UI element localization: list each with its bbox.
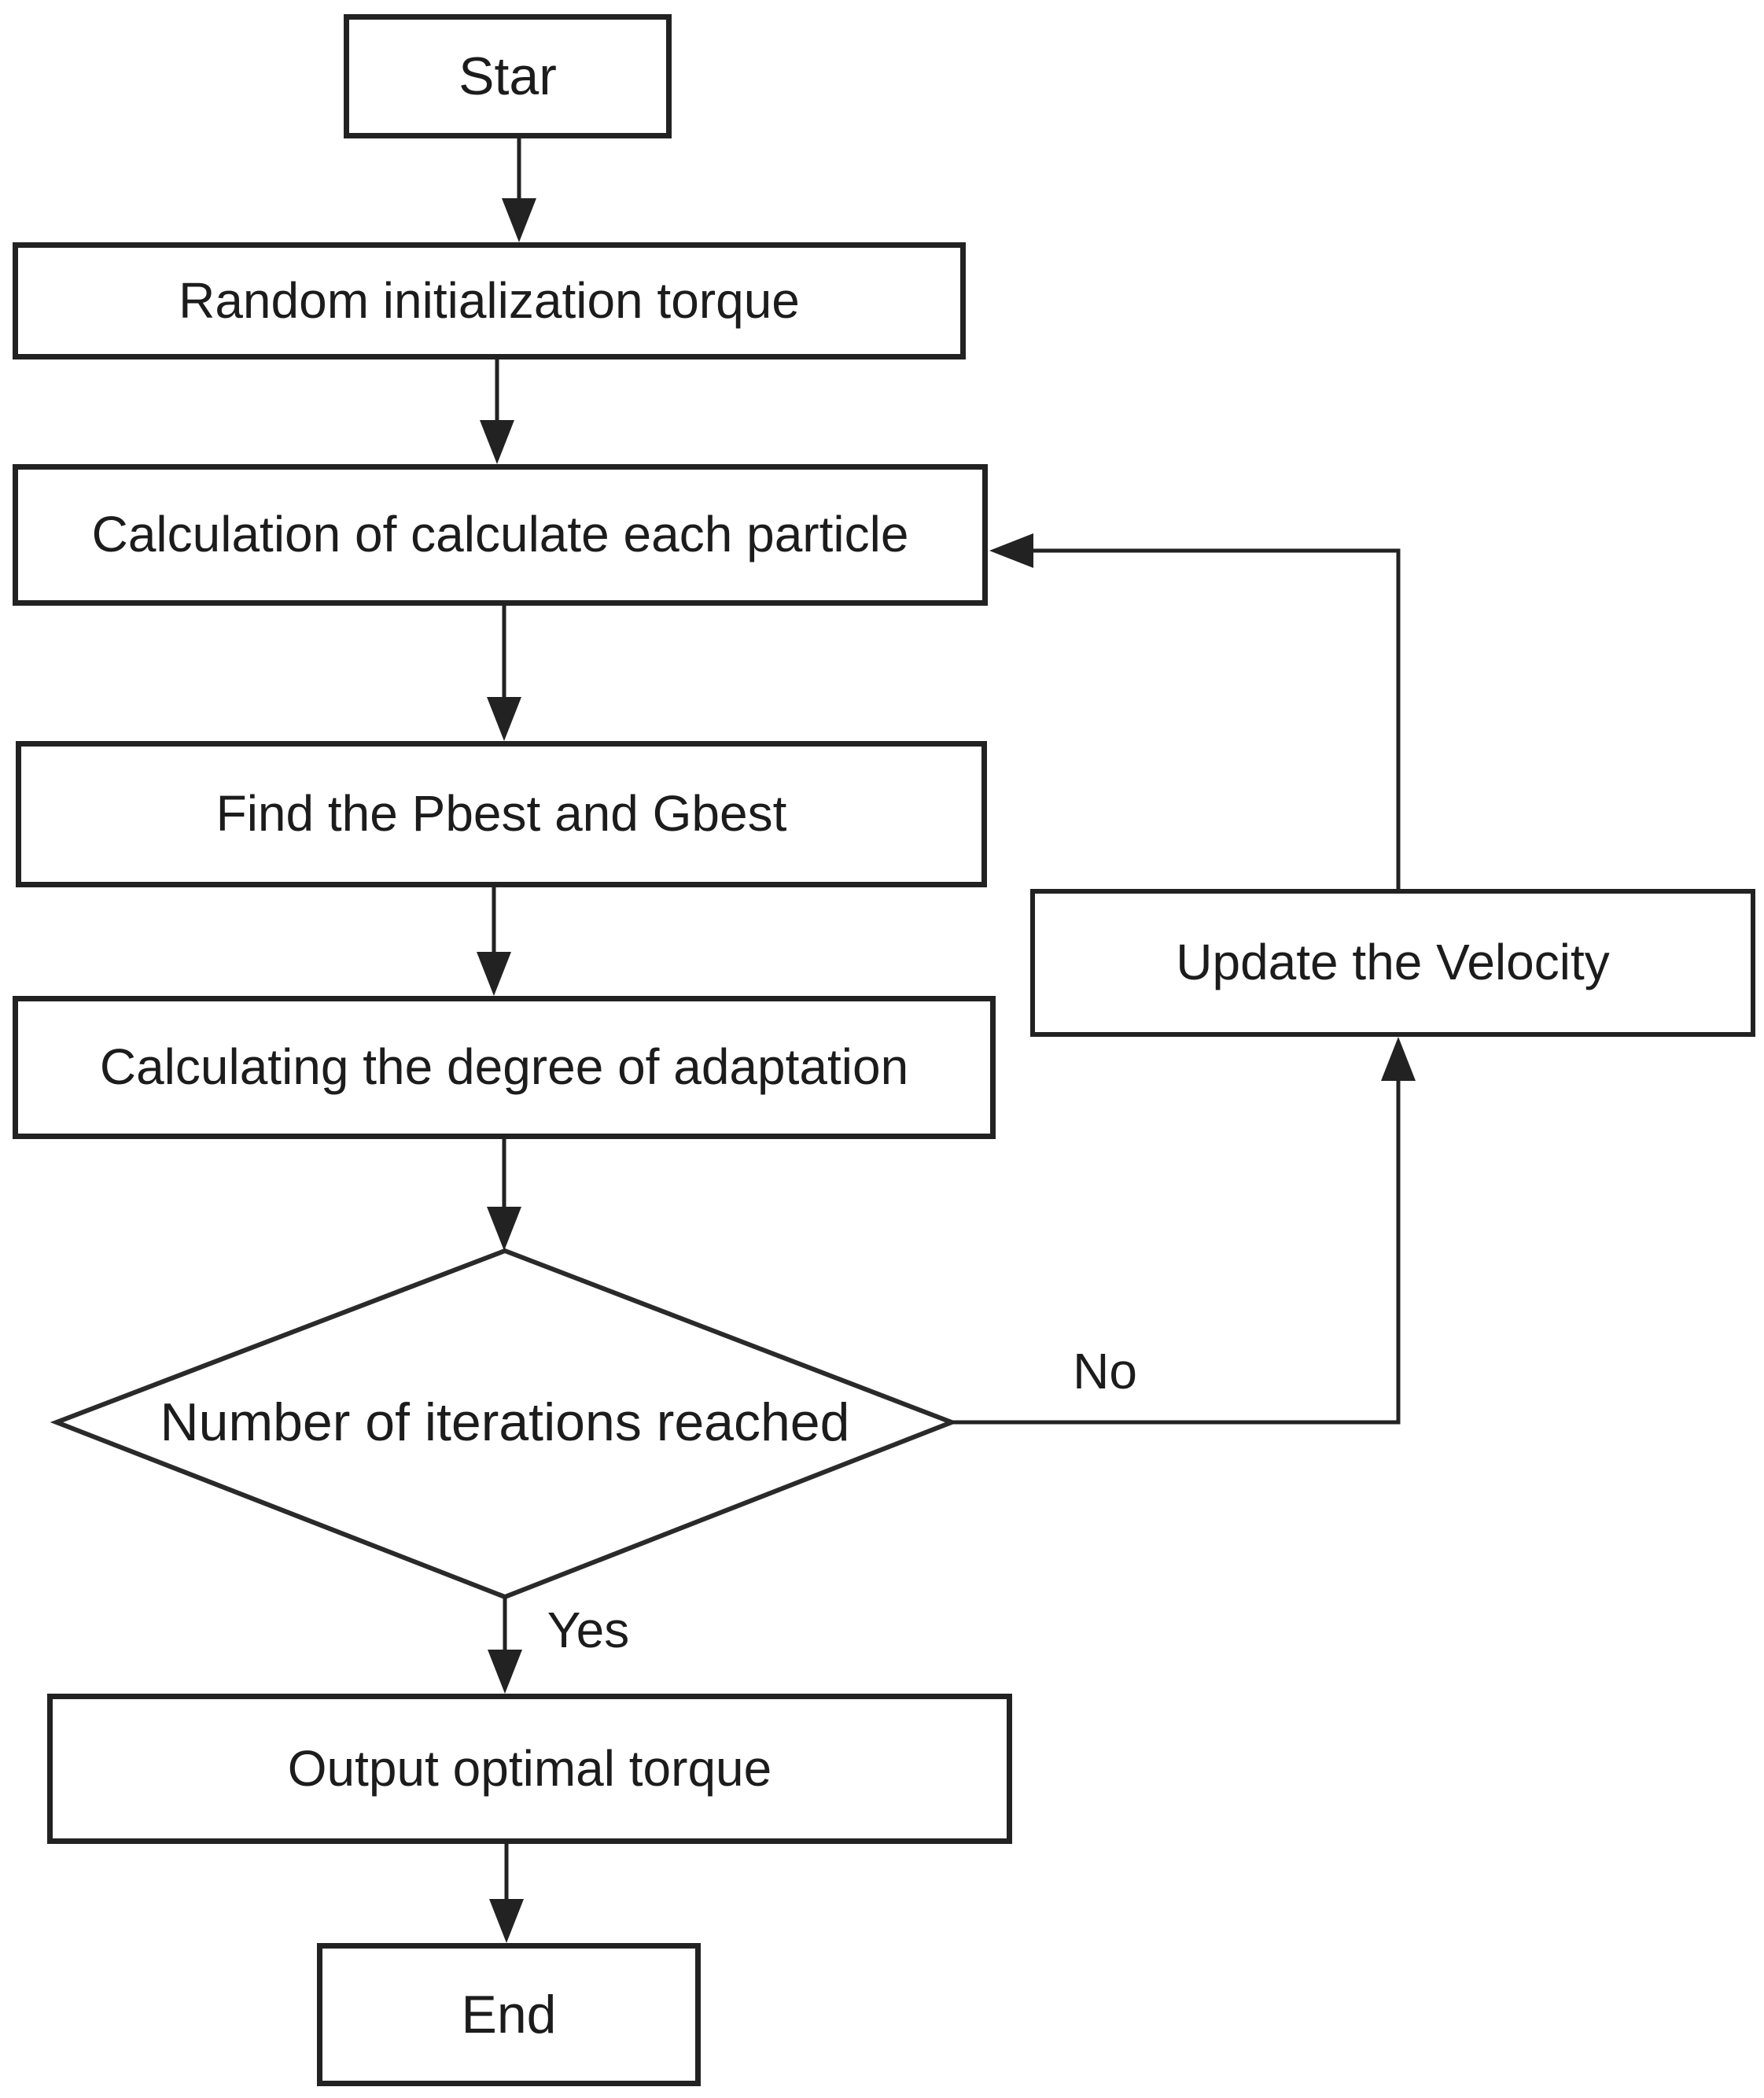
node-update-velocity: Update the Velocity bbox=[1030, 889, 1755, 1037]
edge-update-calc-arrowhead bbox=[989, 533, 1033, 568]
node-end: End bbox=[317, 1943, 701, 2086]
edge-adapt-decision-arrowhead bbox=[487, 1207, 521, 1251]
node-calculation-each-particle: Calculation of calculate each particle bbox=[13, 464, 988, 606]
edge-label-yes: Yes bbox=[547, 1602, 630, 1658]
edge-find-adapt-arrowhead bbox=[477, 952, 511, 996]
node-output-optimal-torque: Output optimal torque bbox=[47, 1694, 1012, 1844]
edge-calc-find-arrowhead bbox=[487, 697, 521, 741]
edge-decision-output-arrowhead bbox=[488, 1650, 522, 1694]
edge-decision-update-arrowhead bbox=[1381, 1037, 1416, 1081]
node-random-initialization: Random initialization torque bbox=[13, 242, 966, 359]
node-random-initialization-label: Random initialization torque bbox=[179, 271, 800, 329]
node-start-label: Star bbox=[458, 46, 557, 106]
node-decision-label: Number of iterations reached bbox=[160, 1392, 850, 1452]
node-update-velocity-label: Update the Velocity bbox=[1176, 934, 1610, 991]
node-end-label: End bbox=[461, 1984, 557, 2045]
edge-decision-update-line bbox=[952, 1081, 1401, 1425]
edge-output-end-arrowhead bbox=[489, 1899, 524, 1943]
node-calculation-each-particle-label: Calculation of calculate each particle bbox=[91, 506, 909, 563]
edge-init-calc-arrowhead bbox=[480, 420, 514, 464]
node-find-pbest-gbest-label: Find the Pbest and Gbest bbox=[215, 785, 787, 843]
node-degree-of-adaptation: Calculating the degree of adaptation bbox=[13, 996, 996, 1139]
edge-update-calc-line bbox=[1033, 548, 1401, 889]
node-start: Star bbox=[344, 14, 672, 138]
node-output-optimal-torque-label: Output optimal torque bbox=[287, 1739, 772, 1797]
node-degree-of-adaptation-label: Calculating the degree of adaptation bbox=[99, 1038, 909, 1096]
node-find-pbest-gbest: Find the Pbest and Gbest bbox=[16, 741, 987, 887]
edge-label-no: No bbox=[1073, 1343, 1137, 1399]
edge-start-init-arrowhead bbox=[502, 198, 536, 242]
